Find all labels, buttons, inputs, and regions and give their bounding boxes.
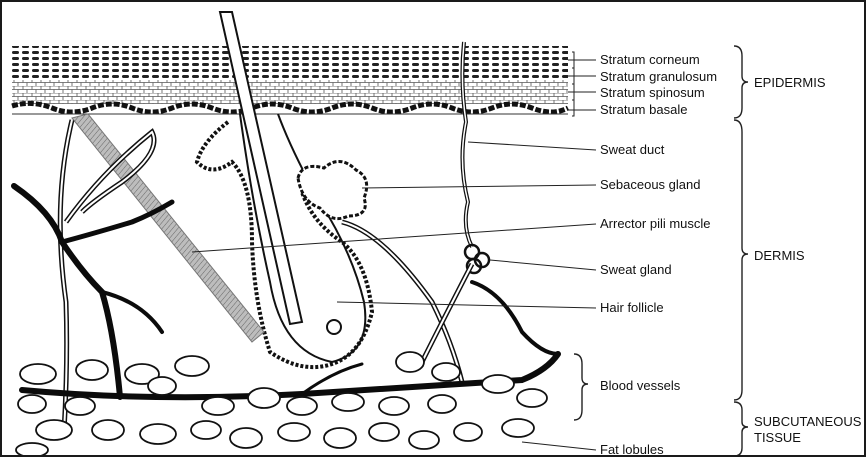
subcutaneous-brace [734,402,748,456]
epidermis-brace [734,46,748,118]
stratum-basale-layer [12,103,568,112]
label-blood-vessels: Blood vessels [600,378,681,393]
stratum-spinosum-layer [12,80,568,104]
label-stratum-corneum: Stratum corneum [600,52,700,67]
dermis-brace [734,120,748,400]
label-sebaceous-gland: Sebaceous gland [600,177,700,192]
epidermis-layer-brackets [572,52,574,116]
group-labels: EPIDERMIS DERMIS SUBCUTANEOUS TISSUE [754,75,862,445]
group-label-dermis: DERMIS [754,248,805,263]
group-label-tissue: TISSUE [754,430,801,445]
label-sweat-gland: Sweat gland [600,262,672,277]
label-stratum-granulosum: Stratum granulosum [600,69,717,84]
stratum-corneum-layer [12,46,568,80]
structure-labels: Stratum corneum Stratum granulosum Strat… [600,52,717,457]
epidermis-layers [12,46,568,114]
label-sweat-duct: Sweat duct [600,142,665,157]
group-label-epidermis: EPIDERMIS [754,75,826,90]
blood-vessels-brace [574,354,588,420]
group-label-subcutaneous: SUBCUTANEOUS [754,414,862,429]
label-fat-lobules: Fat lobules [600,442,664,457]
label-stratum-basale: Stratum basale [600,102,687,117]
arrector-pili-muscle-shape [72,114,264,342]
label-stratum-spinosum: Stratum spinosum [600,85,705,100]
label-hair-follicle: Hair follicle [600,300,664,315]
hair-bulb-papilla [327,320,341,334]
fat-lobules [16,352,547,457]
label-arrector-pili-muscle: Arrector pili muscle [600,216,711,231]
sebaceous-gland-shape [298,161,367,218]
